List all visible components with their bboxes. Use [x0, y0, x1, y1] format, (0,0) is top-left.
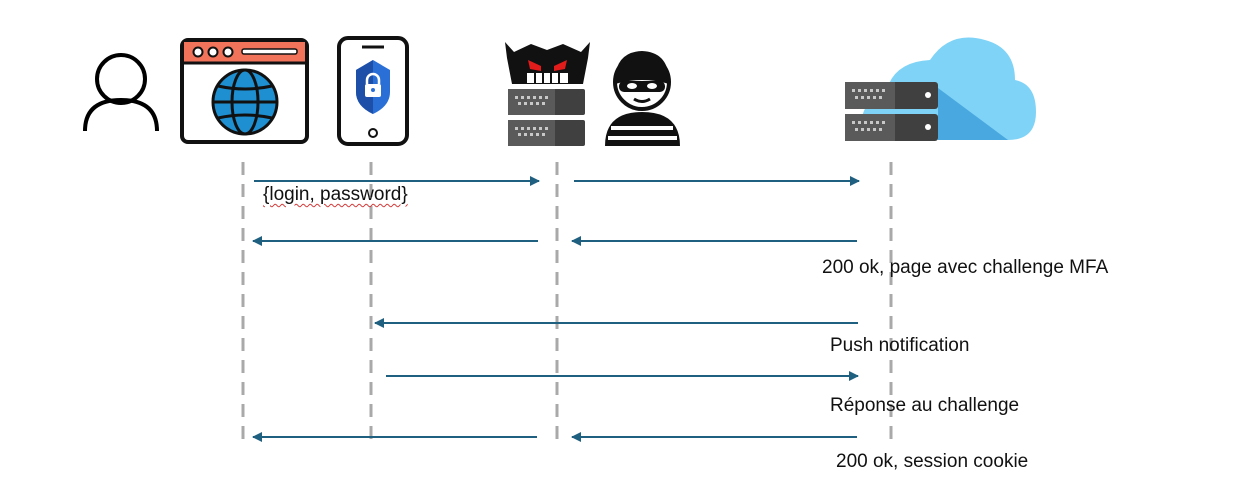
malicious-proxy-server-icon: [505, 42, 590, 146]
message-label-challenge-response: Réponse au challenge: [830, 395, 1020, 416]
message-label-session-cookie: 200 ok, session cookie: [836, 451, 1029, 472]
message-text: {login, password}: [263, 184, 408, 205]
hacker-icon: [605, 51, 680, 146]
cloud-server-icon: [845, 37, 1036, 141]
message-label-credentials: {login, password}: [263, 184, 408, 206]
authenticator-phone-icon: [337, 36, 409, 146]
user-icon: [83, 53, 159, 132]
message-label-push: Push notification: [830, 335, 970, 356]
message-label-mfa-page: 200 ok, page avec challenge MFA: [822, 257, 1109, 278]
browser-globe-icon: [180, 38, 309, 144]
